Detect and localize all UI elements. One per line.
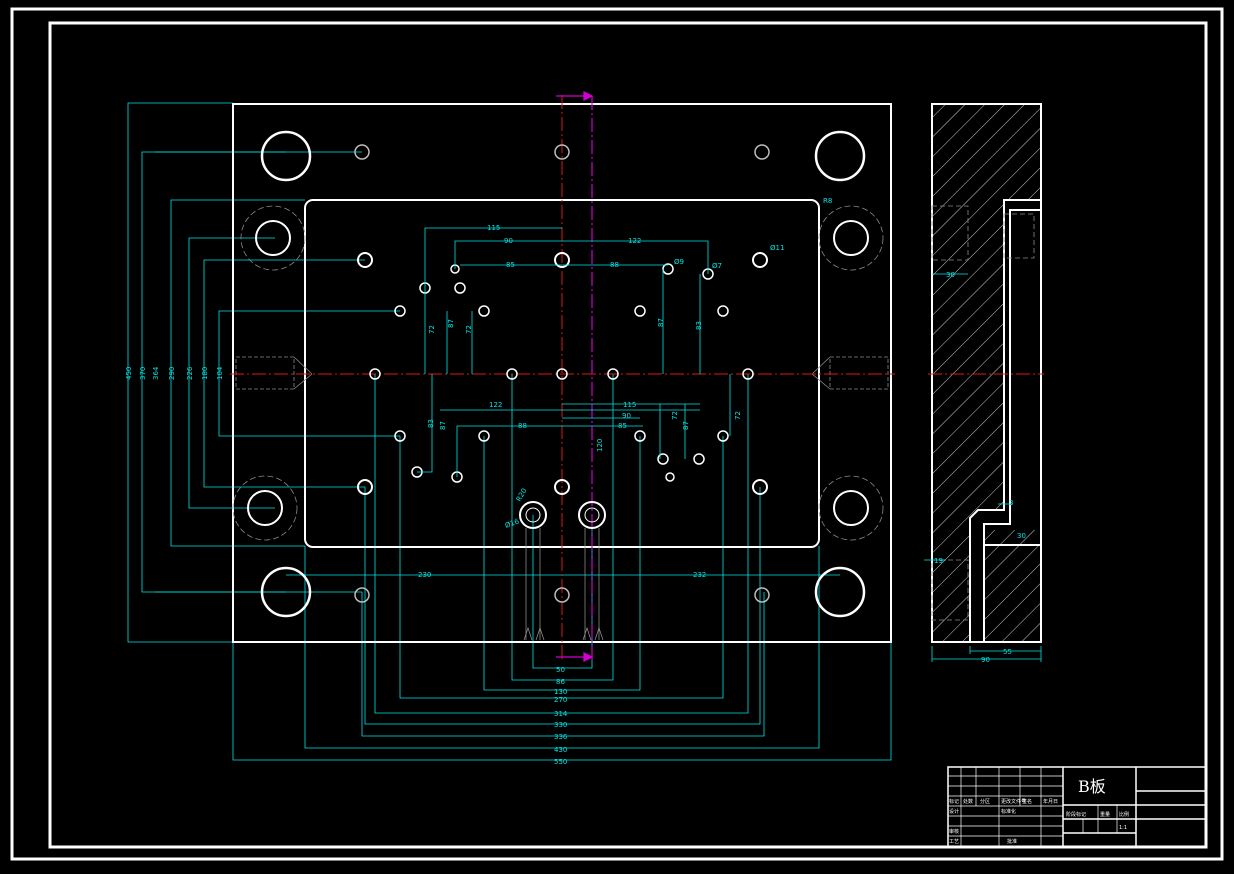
dim-120: 120: [596, 439, 604, 452]
tb-cell-stage: 阶段标记: [1066, 811, 1086, 818]
dim-122-top: 122: [628, 237, 641, 245]
tb-cell-sign: 签名: [1022, 798, 1032, 805]
dim-115-low: 115: [623, 401, 636, 409]
dim-85-low: 85: [618, 422, 627, 430]
return-holes: [232, 205, 884, 541]
dim-104: 104: [216, 366, 224, 380]
title-block-cells: 标记 处数 分区 更改文件号 签名 年月日 设计 标准化 阶段标记 重量 比例 …: [949, 798, 1129, 845]
label-d9: Ø9: [674, 258, 684, 266]
section-hatch-lower: [984, 530, 1041, 642]
screw-holes: [354, 144, 770, 603]
section-hatch: [932, 104, 1041, 642]
dim-88-top: 88: [610, 261, 619, 269]
plan-view: 450 370 364 290 226 180 104 50 86 130 27…: [125, 91, 895, 766]
dim-90-top: 90: [504, 237, 513, 245]
sec-dim-3: 3: [1009, 499, 1013, 507]
guide-holes: [260, 130, 866, 618]
label-d11: Ø11: [770, 244, 784, 252]
dim-232: 232: [693, 571, 706, 579]
dim-130: 130: [554, 688, 567, 696]
dim-72-a: 72: [428, 325, 436, 334]
pillar-holes: [357, 252, 768, 495]
section-dimension-lines: [924, 273, 1042, 662]
left-dimension-lines: [127, 102, 400, 643]
dim-87-c: 87: [439, 421, 447, 430]
dim-364: 364: [152, 366, 160, 380]
dim-87-d: 87: [682, 421, 690, 430]
dim-86: 86: [556, 678, 565, 686]
dim-87-b: 87: [657, 318, 665, 327]
inner-dimension-lines: [417, 227, 731, 477]
dim-72-c: 72: [671, 411, 679, 420]
sec-dim-55: 55: [1003, 648, 1012, 656]
dim-180: 180: [201, 367, 209, 380]
dim-87-a: 87: [447, 319, 455, 328]
dim-115-top: 115: [487, 224, 500, 232]
dim-226: 226: [186, 366, 194, 380]
tb-cell-design: 设计: [949, 808, 959, 815]
label-r8: R8: [823, 197, 832, 205]
section-outline: [931, 103, 1042, 643]
title-block-subgrid: [948, 767, 1118, 847]
centerlines: [230, 95, 895, 660]
dim-430: 430: [554, 746, 567, 754]
tb-cell-craft: 工艺: [949, 839, 959, 845]
dim-370: 370: [139, 367, 147, 380]
dim-550: 550: [554, 758, 567, 766]
sec-dim-19: 19: [934, 557, 943, 565]
part-name: B板: [1078, 777, 1106, 796]
tb-cell-weight: 重量: [1100, 811, 1110, 818]
section-view: 30 3 30 19 55 90: [924, 103, 1044, 664]
dim-72-d: 72: [734, 411, 742, 420]
sec-dim-30-top: 30: [946, 271, 955, 279]
side-holes: [235, 356, 889, 390]
label-r20: R20: [515, 487, 529, 503]
tb-cell-std: 标准化: [1001, 808, 1016, 815]
dim-83-b: 83: [427, 419, 435, 428]
tb-cell-approve: 批准: [1007, 838, 1017, 845]
tb-cell-zone: 分区: [980, 798, 990, 805]
title-block: B板 标记 处数 分区 更改文件号 签名 年月日 设计 标准化 阶段标记 重量 …: [947, 766, 1207, 848]
inner-border: [48, 21, 1208, 849]
dim-230: 230: [418, 571, 431, 579]
tb-cell-scale: 比例: [1119, 811, 1129, 818]
dim-83-a: 83: [695, 321, 703, 330]
tb-cell-change: 更改文件号: [1001, 798, 1026, 805]
dim-450: 450: [125, 367, 133, 380]
label-d7: Ø7: [712, 262, 722, 270]
dim-88-low: 88: [518, 422, 527, 430]
title-block-grid: [947, 766, 1207, 848]
tb-cell-ratio: 1:1: [1119, 825, 1127, 831]
dim-290: 290: [168, 367, 176, 380]
dim-314: 314: [554, 710, 568, 718]
dim-85-top: 85: [506, 261, 515, 269]
dim-72-b: 72: [465, 325, 473, 334]
dimension-labels: 450 370 364 290 226 180 104 50 86 130 27…: [125, 197, 832, 766]
section-dimension-labels: 30 3 30 19 55 90: [934, 271, 1026, 664]
sec-dim-30: 30: [1017, 532, 1026, 540]
dim-122-low: 122: [489, 401, 502, 409]
dim-330: 330: [554, 721, 567, 729]
section-hidden-lines: [931, 205, 1035, 621]
bottom-dimension-lines: [232, 374, 892, 761]
outer-border: [10, 7, 1224, 861]
tb-cell-check: 审核: [949, 828, 959, 835]
tb-cell-mark: 标记: [949, 798, 959, 805]
sprue-holes: [519, 501, 606, 529]
dim-90-low: 90: [622, 412, 631, 420]
sprue-channels: [523, 528, 604, 641]
section-line: [556, 91, 594, 662]
tb-cell-count: 处数: [963, 798, 973, 805]
dim-270: 270: [554, 696, 567, 704]
tb-cell-date: 年月日: [1043, 798, 1058, 805]
sec-dim-90: 90: [981, 656, 990, 664]
dim-336: 336: [554, 733, 568, 741]
dim-50: 50: [556, 666, 565, 674]
